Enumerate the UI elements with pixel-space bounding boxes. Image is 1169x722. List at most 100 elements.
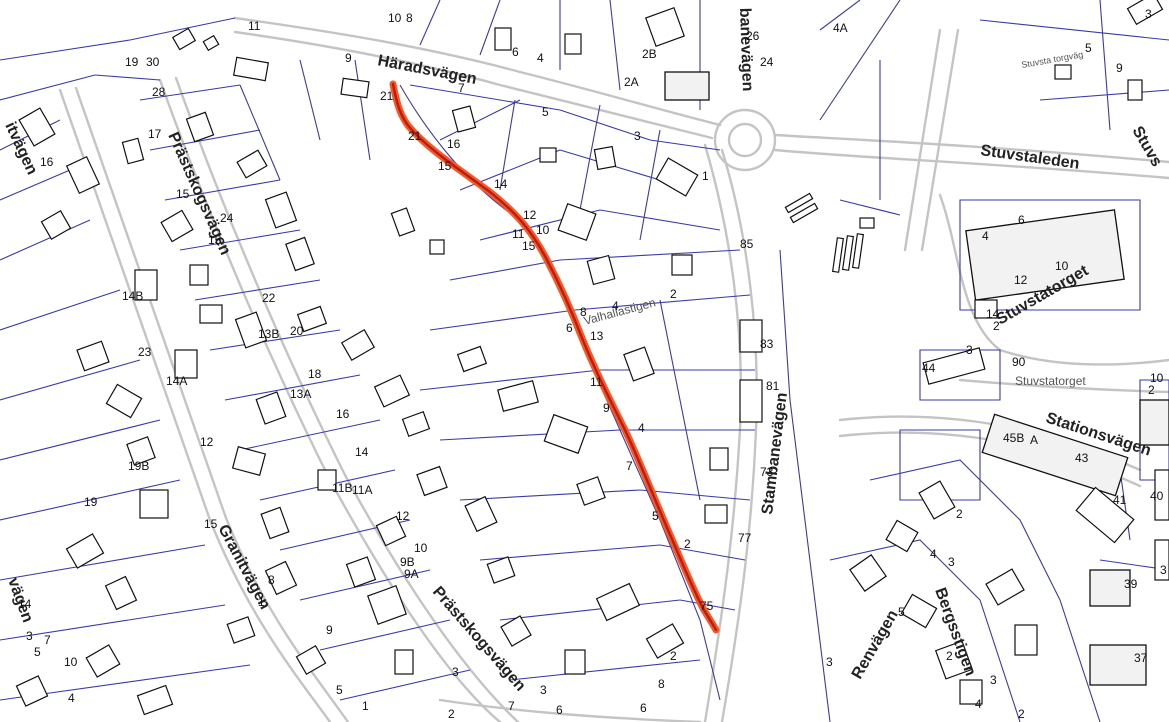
house-number-41: 14B (122, 289, 143, 303)
house-number-110: 5 (336, 683, 343, 697)
house-number-72: 7 (626, 459, 633, 473)
house-number-50: 14 (986, 307, 1000, 321)
house-number-67: A (1030, 433, 1038, 447)
house-number-53: 14A (166, 374, 187, 388)
house-number-26: 14 (494, 177, 508, 191)
house-number-78: 15 (204, 517, 218, 531)
house-number-69: 19B (128, 459, 149, 473)
house-number-0: 10 (388, 11, 402, 25)
house-number-77: 19 (84, 495, 98, 509)
house-number-60: 44 (922, 361, 936, 375)
house-number-51: 83 (760, 337, 774, 351)
house-number-102: 37 (1134, 651, 1148, 665)
house-number-66: 45B (1003, 431, 1024, 445)
house-number-104: 2 (1148, 383, 1155, 397)
house-number-80: 2 (956, 507, 963, 521)
house-number-48: 13 (590, 329, 604, 343)
street-label-stuvstatorget-2: Stuvstatorget (1015, 374, 1086, 388)
house-number-100: 2 (946, 649, 953, 663)
house-number-117: 4 (975, 697, 982, 711)
roundabout-outer (713, 108, 777, 172)
house-number-55: 18 (308, 367, 322, 381)
house-number-25: 15 (438, 159, 452, 173)
house-number-89: 39 (1124, 577, 1138, 591)
street-label-banevagen: banevägen (736, 8, 756, 92)
house-number-111: 3 (540, 683, 547, 697)
house-number-74: 41 (1113, 493, 1127, 507)
house-number-85: 3 (452, 665, 459, 679)
house-number-63: 12 (200, 435, 214, 449)
house-number-18: 7 (458, 81, 465, 95)
house-number-43: 13B (258, 327, 279, 341)
buildings (15, 0, 1169, 716)
house-number-59: 81 (766, 379, 780, 393)
house-number-92: 8 (268, 573, 275, 587)
house-number-98: 3 (826, 655, 833, 669)
street-label-stambanevagen: Stambanevägen (759, 392, 791, 516)
house-number-68: 43 (1075, 451, 1089, 465)
house-number-3: 6 (512, 45, 519, 59)
house-number-46: 4 (612, 299, 619, 313)
house-number-8: 24 (760, 55, 774, 69)
house-number-17: 21 (380, 89, 394, 103)
house-number-6: 2A (624, 75, 639, 89)
street-label-valhallastigen: Valhallastigen (582, 295, 657, 328)
house-number-95: 75 (700, 599, 714, 613)
house-number-40: 2 (993, 319, 1000, 333)
house-number-70: 11B (332, 481, 352, 495)
house-number-103: 3 (1160, 563, 1167, 577)
house-number-82: 10 (414, 541, 428, 555)
house-number-35: 85 (740, 237, 754, 251)
road-stuvstaleden-north (773, 133, 1169, 164)
house-number-7: 26 (746, 29, 760, 43)
house-number-52: 23 (138, 345, 152, 359)
house-number-112: 7 (508, 699, 515, 713)
house-number-15: 28 (152, 85, 166, 99)
house-number-32: 10 (536, 223, 550, 237)
house-number-2: 11 (248, 19, 261, 33)
house-number-107: 7 (44, 633, 51, 647)
road-torget-lower (958, 378, 1169, 394)
house-number-14: 30 (146, 55, 160, 69)
house-number-79: 5 (652, 509, 659, 523)
road-stambanevagen-east (720, 148, 758, 722)
house-number-45: 8 (580, 305, 587, 319)
house-number-114: 2 (448, 707, 455, 721)
house-number-13: 19 (125, 55, 139, 69)
house-number-113: 6 (556, 703, 563, 717)
house-number-96: 2 (670, 649, 677, 663)
house-number-93: 9 (326, 623, 333, 637)
house-number-76: 12 (396, 509, 410, 523)
house-number-4: 4 (537, 51, 544, 65)
house-number-27: 1 (702, 169, 709, 183)
house-number-62: 90 (1012, 355, 1026, 369)
road-south-curve (438, 698, 702, 722)
house-number-106: 3 (26, 629, 33, 643)
roundabout-inner (727, 122, 763, 158)
house-number-56: 16 (336, 407, 350, 421)
house-number-9: 4A (833, 21, 848, 35)
house-number-101: 3 (990, 673, 997, 687)
house-number-115: 1 (362, 699, 369, 713)
house-number-65: 4 (638, 421, 645, 435)
house-number-36: 6 (1018, 213, 1025, 227)
highlighted-route (389, 80, 720, 634)
road-haradsvagen-north (233, 16, 722, 127)
road-granitvagen-west (58, 88, 332, 722)
house-number-10: 5 (1085, 41, 1092, 55)
house-number-23: 16 (447, 137, 461, 151)
house-number-105: 10 (1150, 371, 1164, 385)
house-number-47: 6 (566, 321, 573, 335)
house-number-99: 5 (898, 605, 905, 619)
house-number-84: 9A (404, 567, 419, 581)
house-number-24: 21 (408, 129, 422, 143)
house-number-97: 8 (658, 677, 665, 691)
house-number-87: 4 (930, 547, 937, 561)
house-number-71: 11A (352, 483, 372, 497)
house-number-33: 11 (512, 227, 525, 241)
house-number-34: 15 (522, 239, 536, 253)
